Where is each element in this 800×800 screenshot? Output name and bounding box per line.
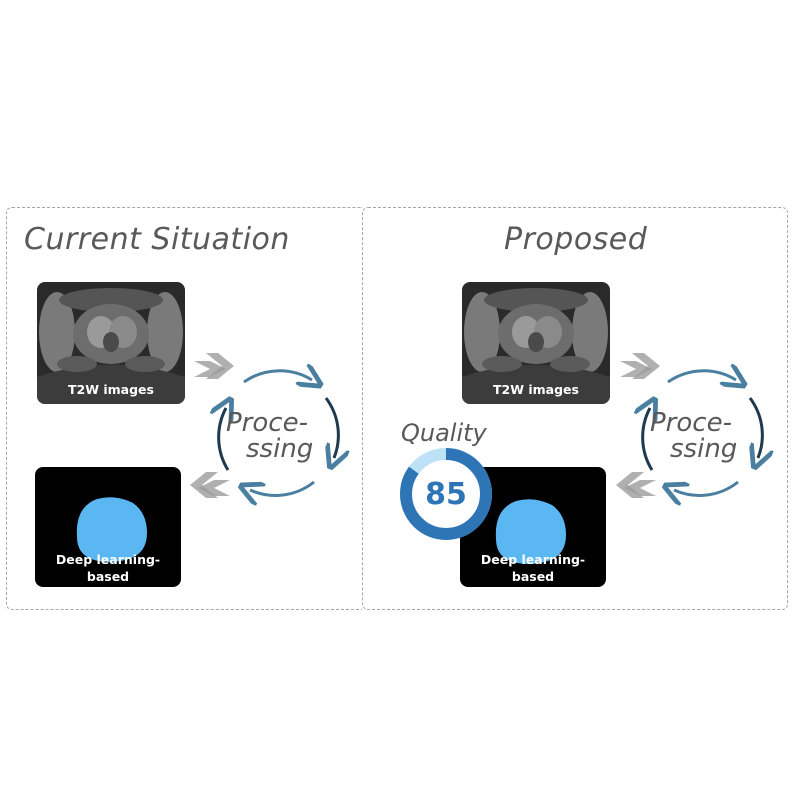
segmentation-label-proposed-line2: segmentation <box>460 585 606 587</box>
mri-image-card: T2W images <box>37 282 185 404</box>
quality-gauge-fill <box>400 448 492 540</box>
segmentation-label-line1: Deep learning-based <box>55 552 161 584</box>
segmentation-mask-image-proposed <box>460 467 606 587</box>
processing-label-proposed-line2: ssing <box>670 434 738 464</box>
quality-score: 85 <box>425 476 467 512</box>
processing-cycle-icon-proposed <box>628 360 778 510</box>
segmentation-label-proposed-line1: Deep learning-based <box>480 552 586 584</box>
mri-scan-image <box>37 282 185 404</box>
mri-image-card-proposed: T2W images <box>462 282 610 404</box>
proposed-title: Proposed <box>504 222 648 257</box>
chevron-right-icon-proposed <box>620 353 660 379</box>
segmentation-blob-proposed <box>495 499 566 564</box>
segmentation-label-proposed: Deep learning-based segmentation <box>460 551 606 587</box>
processing-label: Proce- ssing <box>226 410 313 462</box>
current-situation-title: Current Situation <box>24 222 290 257</box>
segmentation-label-line2: segmentation <box>35 585 181 587</box>
segmentation-blob <box>76 497 147 562</box>
processing-label-proposed-line1: Proce- <box>650 408 732 438</box>
chevron-right-icon <box>194 353 234 379</box>
processing-label-proposed: Proce- ssing <box>650 410 737 462</box>
processing-label-line1: Proce- <box>226 408 308 438</box>
chevron-left-icon-proposed <box>616 472 656 498</box>
segmentation-card: Deep learning-based segmentation <box>35 467 181 587</box>
segmentation-label: Deep learning-based segmentation <box>35 551 181 587</box>
segmentation-card-proposed: Deep learning-based segmentation <box>460 467 606 587</box>
quality-label: Quality <box>401 419 487 447</box>
segmentation-mask-image <box>35 467 181 587</box>
mri-label: T2W images <box>68 382 154 397</box>
chevron-left-icon <box>190 472 230 498</box>
mri-label-proposed: T2W images <box>493 382 579 397</box>
current-situation-panel <box>6 207 362 610</box>
processing-label-line2: ssing <box>246 434 314 464</box>
processing-cycle-icon <box>204 360 354 510</box>
mri-scan-image-proposed <box>462 282 610 404</box>
proposed-panel <box>362 207 788 610</box>
quality-gauge <box>400 448 492 540</box>
